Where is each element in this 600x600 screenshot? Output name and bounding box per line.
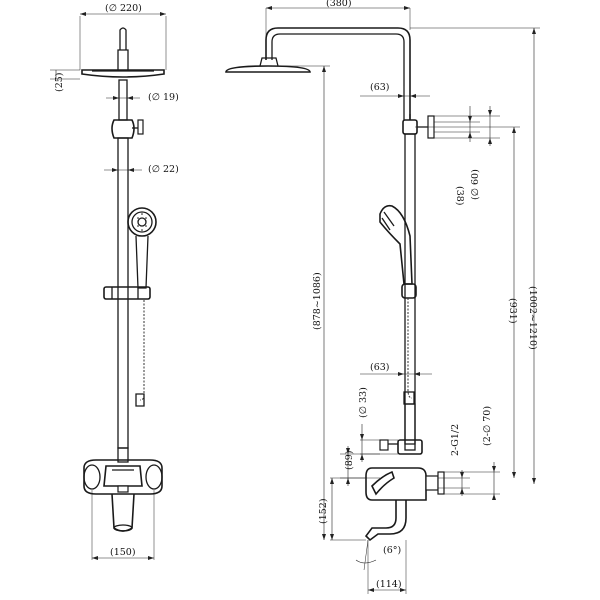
total-height-range-label: (1002~1210) [527,286,538,350]
head-height-label: (25) [54,72,65,92]
slide-bracket-front [103,286,151,300]
head-diameter-label: (∅ 220) [105,3,142,14]
spout-length-label: (114) [376,579,402,590]
front-view: (∅ 220) (25) (∅ 19) (∅ 22) [50,3,179,560]
bracket-height-label: (38) [454,186,465,206]
mixer-front [83,459,163,532]
bracket-diameter-label: (∅ 60) [470,169,481,200]
pipe-height-range-label: (878~1086) [312,272,323,330]
lower-pipe-diameter-label: (∅ 22) [148,164,179,175]
spout-height-label: (152) [318,498,329,524]
shower-arm-side [265,27,411,120]
shower-head-front [81,69,165,78]
upper-pipe-diameter-label: (∅ 19) [148,92,179,103]
pipe-coupling-front [111,119,135,139]
hose-side [407,298,413,399]
slide-bracket-side [401,283,417,299]
thread-size-label: 2-G1/2 [450,424,461,456]
diverter-side [397,439,423,455]
bracket-offset-mid-label: (63) [370,362,390,373]
rail-height-label: (931) [507,298,518,324]
bracket-offset-top-label: (63) [370,82,390,93]
flange-diameter-label: (2-∅ 70) [482,406,493,446]
mixer-side [364,467,445,542]
lower-pipe-front [117,137,129,449]
slide-rail-side [404,133,416,451]
hand-shower-front [127,207,157,289]
shower-head-side [225,65,311,73]
arm-length-label: (380) [326,0,352,9]
diverter-height-label: (89) [344,450,355,470]
spout-angle-label: (6°) [383,545,401,556]
inlet-spacing-label: (150) [110,547,136,558]
side-view: (380) (878~1086) (63) [225,0,540,594]
upper-pipe-front [118,79,128,121]
diverter-diameter-label: (∅ 33) [358,387,369,418]
hose-front [139,300,145,401]
hand-shower-side [379,204,413,285]
